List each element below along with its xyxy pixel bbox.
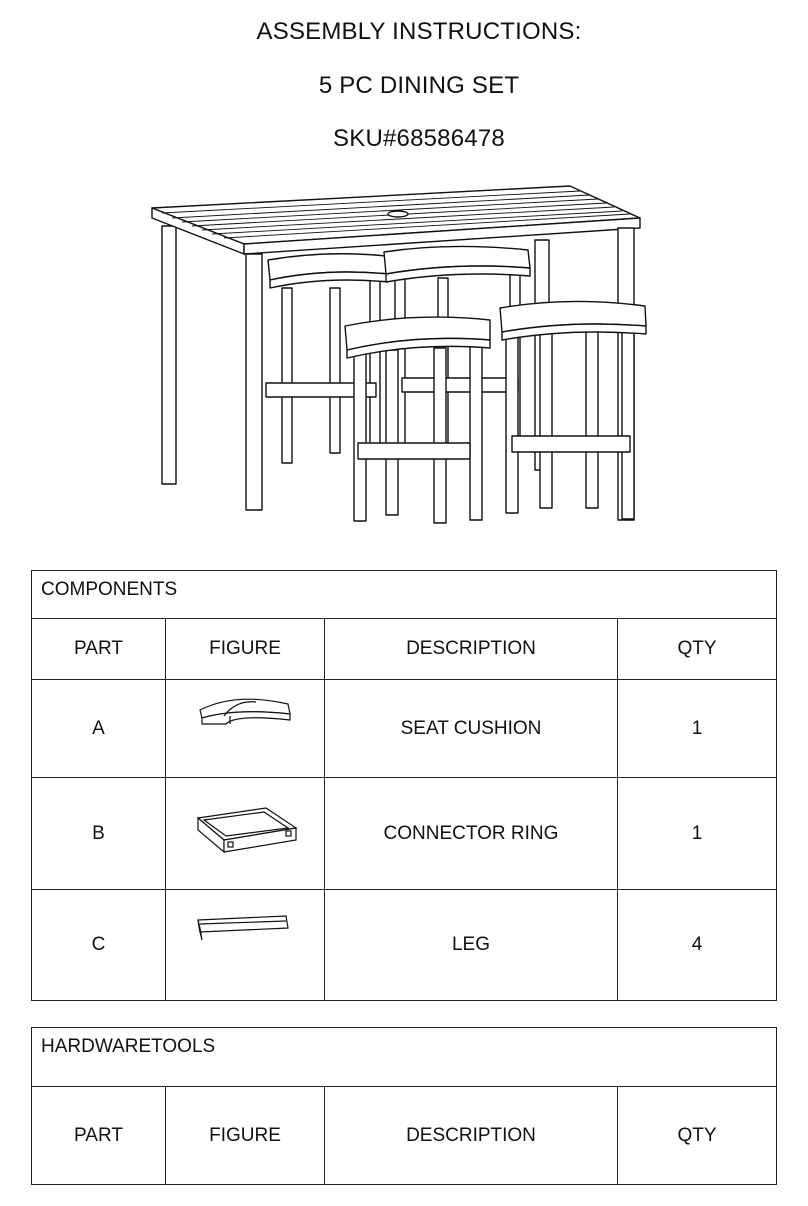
- column-header-qty: QTY: [617, 618, 777, 680]
- figure-cell: [165, 889, 325, 1001]
- figure-cell: [165, 777, 325, 890]
- part-description: CONNECTOR RING: [324, 777, 618, 890]
- components-title: COMPONENTS: [31, 570, 777, 619]
- part-letter: C: [31, 889, 166, 1001]
- table-row: A SEAT CUSHION 1: [31, 679, 777, 778]
- part-qty: 1: [617, 679, 777, 778]
- leg-icon: [197, 915, 289, 941]
- components-table: COMPONENTS PART FIGURE DESCRIPTION QTY A…: [31, 570, 777, 1001]
- product-sku: SKU#68586478: [333, 125, 505, 152]
- figure-cell: [165, 679, 325, 778]
- part-qty: 4: [617, 889, 777, 1001]
- column-header-figure: FIGURE: [165, 1086, 325, 1185]
- column-header-description: DESCRIPTION: [324, 618, 618, 680]
- connector-ring-icon: [196, 807, 298, 854]
- seat-cushion-icon: [199, 698, 291, 725]
- part-description: LEG: [324, 889, 618, 1001]
- column-header-figure: FIGURE: [165, 618, 325, 680]
- dining-set-illustration: [151, 185, 647, 524]
- column-header-part: PART: [31, 1086, 166, 1185]
- product-name: 5 PC DINING SET: [318, 72, 520, 99]
- doc-title: ASSEMBLY INSTRUCTIONS:: [256, 18, 582, 45]
- hardware-table: HARDWARETOOLS PART FIGURE DESCRIPTION QT…: [30, 1027, 778, 1185]
- part-description: SEAT CUSHION: [324, 679, 618, 778]
- table-row: C LEG 4: [31, 889, 777, 1001]
- part-qty: 1: [617, 777, 777, 890]
- part-letter: B: [31, 777, 166, 890]
- column-header-description: DESCRIPTION: [324, 1086, 618, 1185]
- table-row: B CONNECTOR RING 1: [31, 777, 777, 890]
- hardware-title: HARDWARETOOLS: [30, 1027, 778, 1087]
- column-header-qty: QTY: [616, 1086, 778, 1185]
- column-header-part: PART: [31, 618, 166, 680]
- part-letter: A: [31, 679, 166, 778]
